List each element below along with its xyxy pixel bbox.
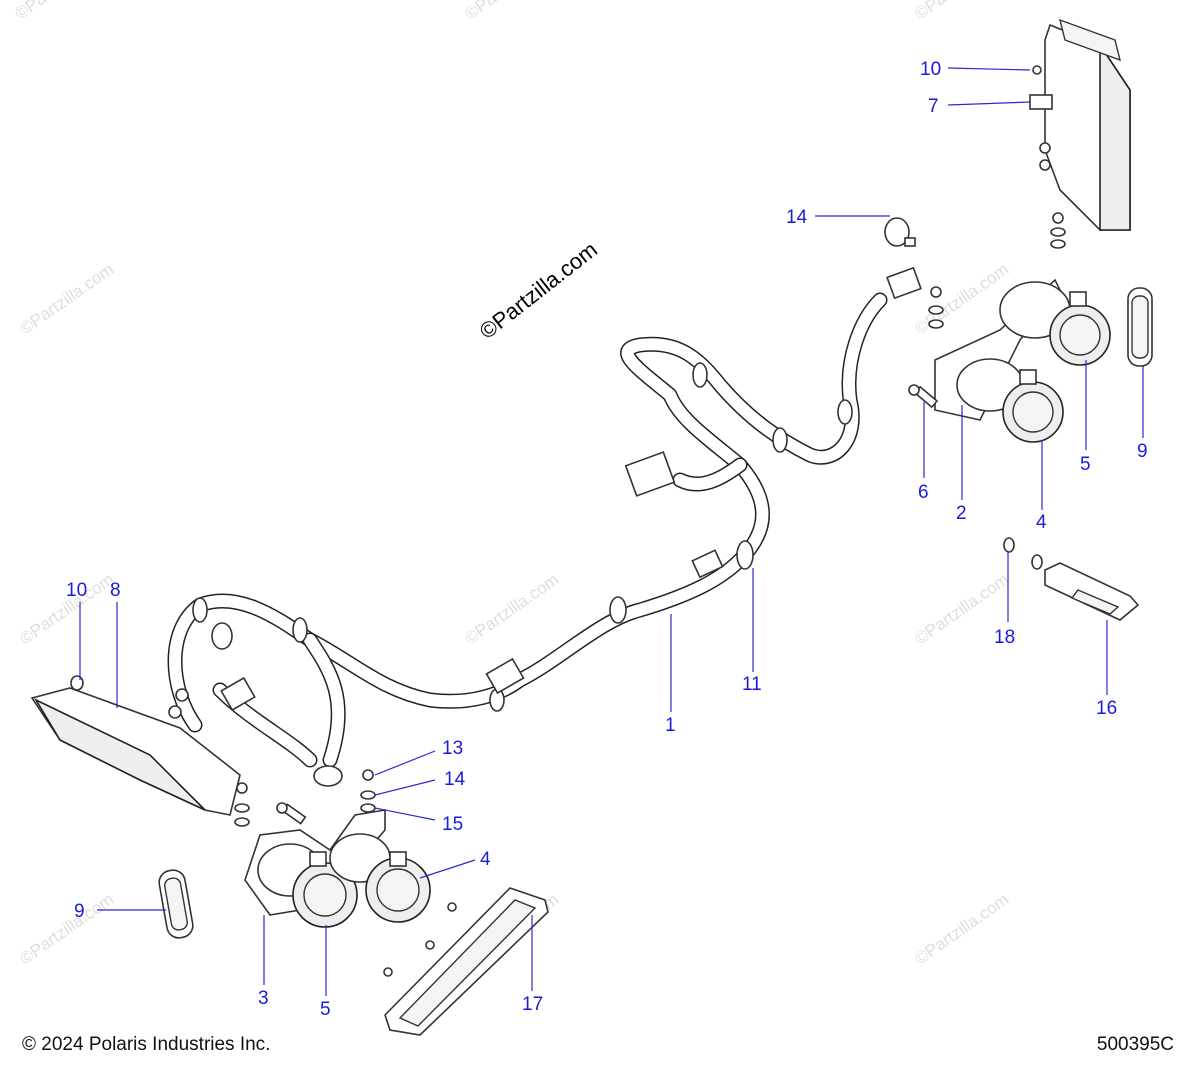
callout-13: 13 bbox=[442, 738, 463, 759]
bezel-right bbox=[1127, 287, 1153, 367]
brand-watermark: ©Partzilla.com bbox=[475, 237, 602, 344]
copyright-notice: © 2024 Polaris Industries Inc. bbox=[22, 1034, 271, 1055]
callout-labels: 10 7 14 6 2 4 5 9 18 16 1 11 10 8 13 14 … bbox=[66, 59, 1148, 1020]
watermark: ©Partzilla.com bbox=[911, 890, 1012, 969]
callout-16: 16 bbox=[1096, 698, 1117, 719]
wire-harness bbox=[167, 266, 922, 787]
callout-9-right: 9 bbox=[1137, 441, 1148, 462]
callout-1: 1 bbox=[665, 715, 676, 736]
diagram-number: 500395C bbox=[1096, 1034, 1174, 1055]
watermark: ©Partzilla.com bbox=[911, 260, 1012, 339]
light-bar-17 bbox=[383, 887, 549, 1036]
callout-4-left: 4 bbox=[480, 849, 491, 870]
leader-lines bbox=[79, 67, 1144, 996]
tail-light-assembly-left bbox=[30, 675, 250, 827]
callout-12: 14 bbox=[786, 207, 808, 228]
callout-3: 3 bbox=[258, 988, 269, 1009]
hardware-stack-right bbox=[928, 212, 1066, 329]
headlight-left-upper bbox=[329, 833, 431, 923]
watermark: ©Partzilla.com bbox=[16, 260, 117, 339]
callout-2: 2 bbox=[956, 503, 967, 524]
watermark: ©Partzilla.com bbox=[461, 570, 562, 649]
watermark: ©Partzilla.com bbox=[461, 0, 562, 23]
callout-9-left: 9 bbox=[74, 901, 85, 922]
callout-4-right: 4 bbox=[1036, 512, 1047, 533]
headlight-right-lower bbox=[956, 358, 1064, 443]
callout-18: 18 bbox=[994, 627, 1015, 648]
callout-8: 8 bbox=[110, 580, 121, 601]
adjuster-screw-6 bbox=[908, 384, 939, 409]
bezel-left bbox=[158, 869, 194, 939]
headlight-left-lower bbox=[257, 843, 358, 928]
marker-light-16 bbox=[1044, 562, 1140, 621]
grommet-18 bbox=[1003, 537, 1043, 570]
callout-15: 15 bbox=[442, 814, 463, 835]
headlight-right-upper bbox=[999, 281, 1111, 366]
callout-10-top: 10 bbox=[920, 59, 941, 80]
watermark: ©Partzilla.com bbox=[16, 890, 117, 969]
clamp-12 bbox=[884, 217, 916, 247]
watermark-group: ©Partzilla.com ©Partzilla.com ©Partzilla… bbox=[11, 0, 1012, 968]
tail-light-assembly-right bbox=[1029, 18, 1131, 231]
callout-5-left: 5 bbox=[320, 999, 331, 1020]
hardware-stack-left bbox=[360, 769, 376, 813]
callout-7: 7 bbox=[928, 96, 939, 117]
callout-11: 11 bbox=[742, 674, 762, 695]
callout-17: 17 bbox=[522, 994, 543, 1015]
callout-5-right: 5 bbox=[1080, 454, 1091, 475]
watermark: ©Partzilla.com bbox=[911, 0, 1012, 23]
adjuster-screw-left bbox=[276, 802, 307, 825]
callout-10-left: 10 bbox=[66, 580, 87, 601]
watermark: ©Partzilla.com bbox=[11, 0, 112, 23]
callout-6: 6 bbox=[918, 482, 929, 503]
clamp-left bbox=[211, 622, 233, 650]
callout-14: 14 bbox=[444, 769, 466, 790]
